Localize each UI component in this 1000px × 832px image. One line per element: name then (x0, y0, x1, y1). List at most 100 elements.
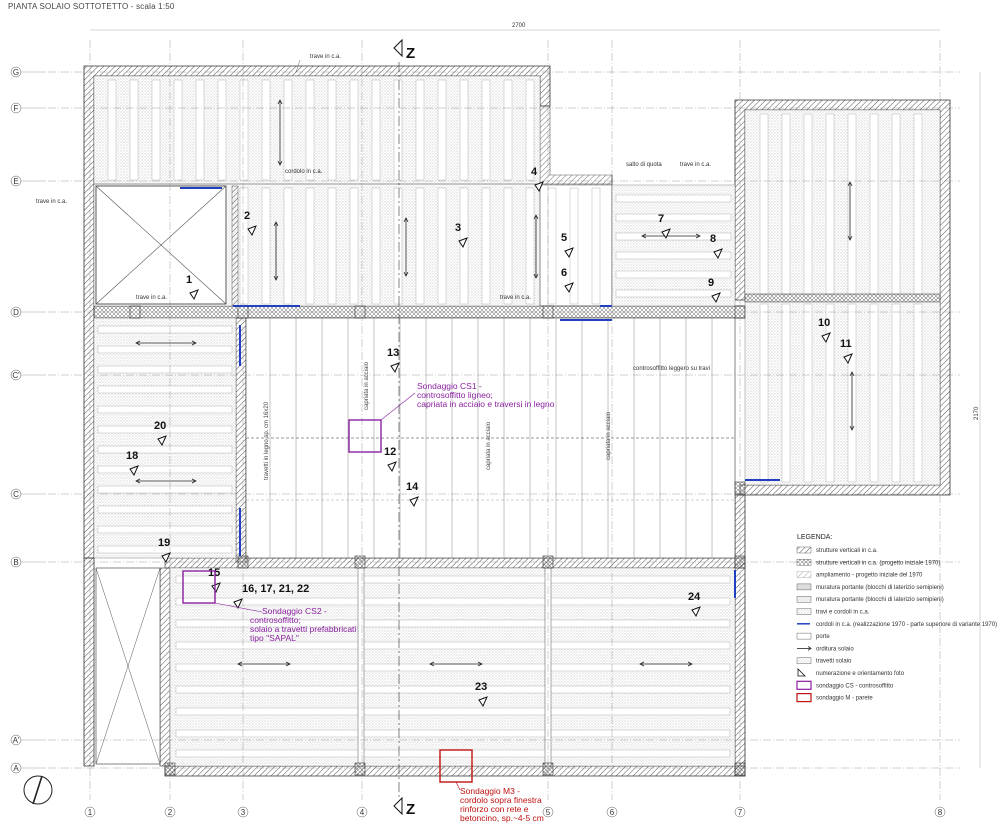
photo-number: 12 (384, 446, 396, 458)
legend-item-label: strutture verticali in c.a. (progetto in… (816, 560, 940, 566)
camera-triangle-icon (691, 606, 701, 618)
slab-top-left (93, 75, 613, 307)
photo-marker-11: 11 (840, 338, 853, 365)
camera-triangle-icon (843, 353, 853, 365)
slab-middle-right (611, 184, 736, 307)
label-trave-1: trave in c.a. (136, 295, 167, 301)
grid-row-E: E (10, 175, 46, 187)
photo-marker-10: 10 (818, 317, 831, 344)
label-capriata-b: capriata in acciaio (486, 421, 492, 470)
cs1-line1: Sondaggio CS1 - (417, 381, 482, 391)
grid-row-label: A' (13, 736, 20, 745)
photo-number: 1 (186, 274, 192, 286)
grid-col-label: 5 (546, 808, 551, 817)
camera-triangle-icon (564, 282, 574, 294)
legend-item: porte (796, 632, 830, 640)
dim-height: 2170 (974, 406, 980, 420)
grid-col-5: 5 (542, 806, 554, 818)
grid-row-B: B (10, 556, 46, 568)
photo-number: 5 (561, 232, 567, 244)
legend-item: numerazione e orientamento foto (797, 668, 905, 677)
camera-triangle-icon (161, 552, 171, 564)
camera-triangle-icon (390, 362, 400, 374)
camera-triangle-icon (409, 496, 419, 508)
drawing-title: PIANTA SOLAIO SOTTOTETTO - scala 1:50 (8, 2, 175, 11)
photo-number: 20 (154, 420, 166, 432)
label-trave-top: trave in c.a. (310, 54, 341, 60)
cs2-line2: controsoffitto; (250, 615, 301, 625)
camera-triangle-icon (711, 292, 721, 304)
grid-col-1: 1 (84, 806, 96, 818)
blue-beams (180, 187, 780, 598)
grid-col-label: 6 (610, 808, 615, 817)
photo-number: 23 (475, 681, 487, 693)
cs2-line4: tipo "SAPAL" (250, 633, 299, 643)
legend-item: strutture verticali in c.a. (796, 546, 878, 554)
m3-line3: rinforzo con rete e (460, 804, 529, 814)
sondaggio-cs2: Sondaggio CS2 - controsoffitto; solaio a… (182, 570, 356, 643)
camera-triangle-icon (564, 247, 574, 259)
grid-row-A': A' (10, 734, 46, 746)
camera-triangle-icon (478, 696, 488, 708)
grid-col-label: 3 (241, 808, 246, 817)
grid-col-7: 7 (734, 806, 746, 818)
photo-marker-19: 19 (158, 537, 171, 564)
photo-marker-16-17-21-22: 16, 17, 21, 22 (233, 583, 309, 610)
grid-row-F: F (10, 102, 46, 114)
photo-number: 10 (818, 317, 830, 329)
grid-col-label: 2 (168, 808, 173, 817)
camera-triangle-icon (233, 598, 243, 610)
grid-row-A: A (10, 762, 46, 774)
photo-number: 14 (406, 481, 419, 493)
photo-marker-13: 13 (387, 347, 400, 374)
camera-triangle-icon (534, 181, 544, 193)
legend-item-label: sondaggio M - parete (816, 696, 873, 702)
grid-col-label: 7 (738, 808, 743, 817)
photo-marker-7: 7 (658, 213, 671, 240)
grid-col-8: 8 (934, 806, 946, 818)
photo-number: 9 (708, 277, 714, 289)
north-arrow-icon (23, 775, 53, 805)
legend-title: LEGENDA: (797, 534, 832, 541)
legend-item-label: numerazione e orientamento foto (816, 671, 905, 677)
grid-row-label: D (13, 308, 19, 317)
legend-item: sondaggio CS - controsoffitto (796, 680, 894, 690)
grid-col-label: 8 (938, 808, 943, 817)
grid-column-labels: 1 2 3 4 5 6 7 8 (84, 806, 946, 818)
legend-item-label: travi e cordoli in c.a. (816, 610, 870, 616)
photo-number: 24 (688, 591, 701, 603)
grid-col-label: 4 (360, 808, 365, 817)
legend-item: travi e cordoli in c.a. (796, 608, 870, 616)
legend-item: muratura portante (blocchi di laterizio … (796, 583, 944, 591)
section-mark-bottom: Z (406, 801, 415, 818)
label-salto-quota: salto di quota (626, 162, 662, 168)
photo-marker-1: 1 (186, 274, 199, 301)
photo-number: 11 (840, 338, 852, 350)
m3-line4: betoncino, sp.~4-5 cm (460, 813, 544, 823)
legend-item-label: muratura portante (blocchi di laterizio … (816, 585, 944, 591)
grid-row-label: F (14, 104, 19, 113)
label-trave-d: trave in c.a. (500, 295, 531, 301)
legend-item-label: orditura solaio (816, 646, 854, 652)
legend-item-label: ampliamento - progetto iniziale del 1970 (816, 573, 923, 579)
grid-col-label: 1 (88, 808, 93, 817)
grid-row-label: B (13, 558, 18, 567)
label-controsoff-right: controsoffitto leggero su travi (633, 366, 710, 372)
photo-marker-8: 8 (710, 233, 723, 260)
legend-item-label: sondaggio CS - controsoffitto (816, 683, 894, 689)
photo-number: 2 (244, 210, 250, 222)
photo-marker-5: 5 (561, 232, 574, 259)
grid-col-2: 2 (164, 806, 176, 818)
photo-marker-6: 6 (561, 267, 574, 294)
grid-row-G: G (10, 66, 46, 78)
photo-number: 4 (531, 166, 538, 178)
legend-item-label: cordoli in c.a. (realizzazione 1970 - pa… (816, 622, 997, 628)
annotations: trave in c.a. trave in c.a. cordolo in c… (36, 54, 711, 480)
legend-item: orditura solaio (797, 646, 854, 652)
central-timber-area (245, 317, 736, 559)
camera-triangle-icon (821, 332, 831, 344)
sondaggio-m3: Sondaggio M3 - cordolo sopra finestra ri… (439, 749, 544, 823)
photo-marker-9: 9 (708, 277, 721, 304)
slab-bottom (95, 567, 736, 767)
